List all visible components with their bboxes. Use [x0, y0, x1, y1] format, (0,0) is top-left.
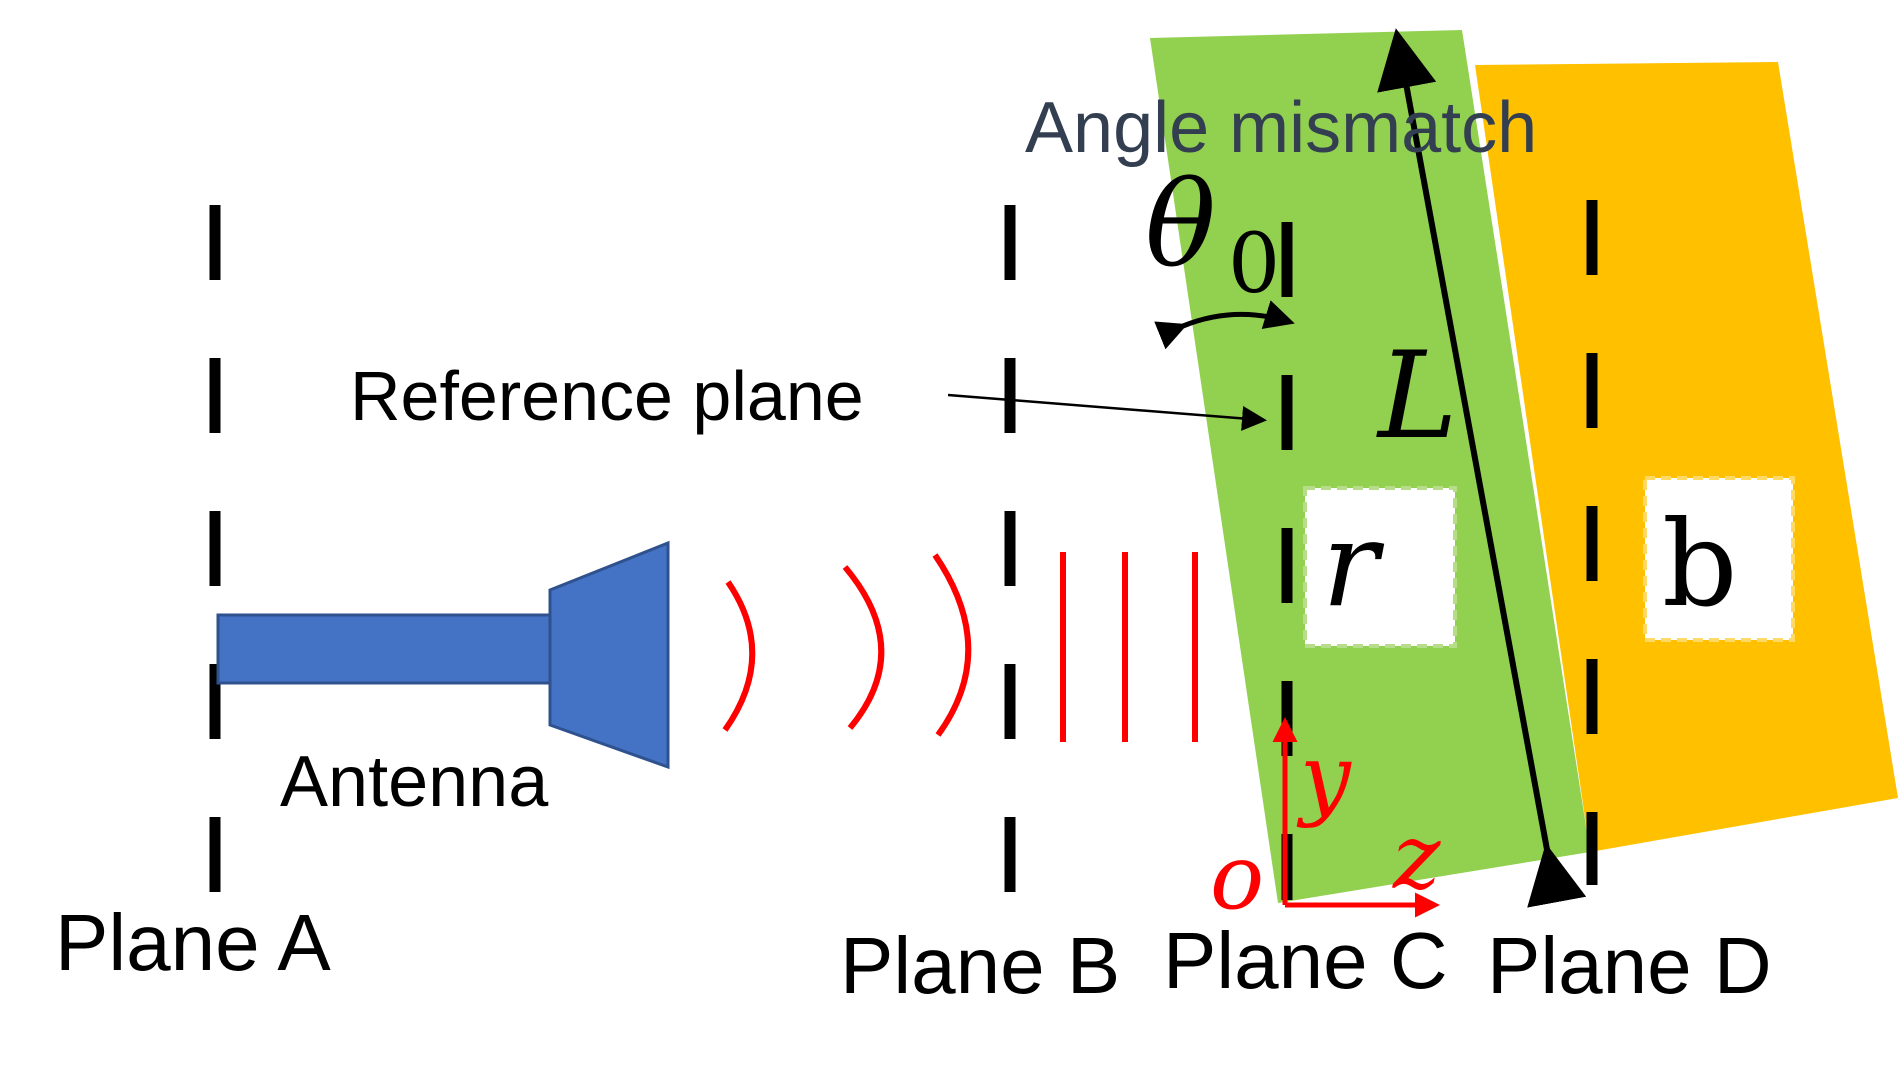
angle-arc — [1154, 300, 1295, 350]
reference-plane-pointer — [947, 393, 1267, 431]
length-label: L — [1376, 327, 1458, 466]
antenna-horn — [548, 540, 670, 770]
plane-d-label: Plane D — [1487, 921, 1772, 1010]
wavefront-arc — [842, 565, 885, 730]
origin-label: o — [1210, 825, 1264, 930]
plane-c-label: Plane C — [1163, 916, 1448, 1005]
theta-subscript: 0 — [1228, 217, 1280, 312]
wavefront-arc — [932, 553, 972, 737]
plane-b-label: Plane B — [840, 921, 1120, 1010]
wavefront-arc — [722, 580, 756, 732]
z-axis-label: z — [1392, 805, 1441, 910]
length-arrow — [1377, 28, 1587, 908]
region-b-label: b — [1662, 495, 1738, 633]
region-b-box — [1643, 476, 1795, 642]
region-r-label: r — [1322, 495, 1385, 633]
theta-label: θ — [1145, 155, 1216, 293]
angle-mismatch-label: Angle mismatch — [1025, 88, 1537, 168]
antenna-feed — [216, 613, 555, 685]
antenna-label: Antenna — [280, 742, 549, 822]
plane-a-label: Plane A — [55, 898, 331, 987]
y-axis-label: y — [1296, 725, 1352, 830]
reference-plane-label: Reference plane — [350, 357, 864, 435]
